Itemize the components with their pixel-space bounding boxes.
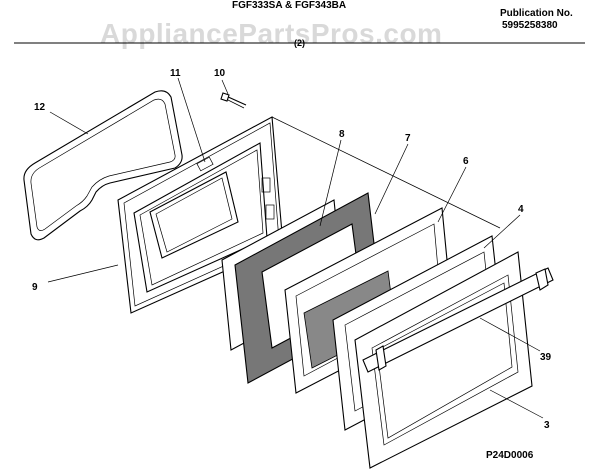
leader-lines: [47, 77, 544, 419]
callout-4: 4: [518, 204, 524, 215]
callout-8: 8: [339, 129, 345, 140]
publication-number: 5995258380: [502, 20, 558, 31]
callout-6: 6: [463, 156, 469, 167]
callout-7: 7: [405, 133, 411, 144]
part-10-screw: [220, 92, 247, 109]
part-9-inner-door: [117, 116, 284, 314]
part-12-door-gasket: [23, 90, 183, 241]
part-39-handle: [362, 267, 554, 373]
callout-11: 11: [170, 68, 181, 79]
guide-line-top: [271, 116, 501, 229]
callout-9: 9: [32, 282, 38, 293]
callout-39: 39: [540, 352, 552, 363]
model-number: FGF333SA & FGF343BA: [232, 0, 347, 11]
diagram-code: P24D0006: [486, 450, 534, 461]
watermark: AppliancePartsPros.com: [100, 18, 443, 49]
callout-3: 3: [544, 420, 550, 431]
callout-10: 10: [214, 68, 226, 79]
callout-12: 12: [34, 102, 46, 113]
publication-label: Publication No.: [500, 8, 573, 19]
